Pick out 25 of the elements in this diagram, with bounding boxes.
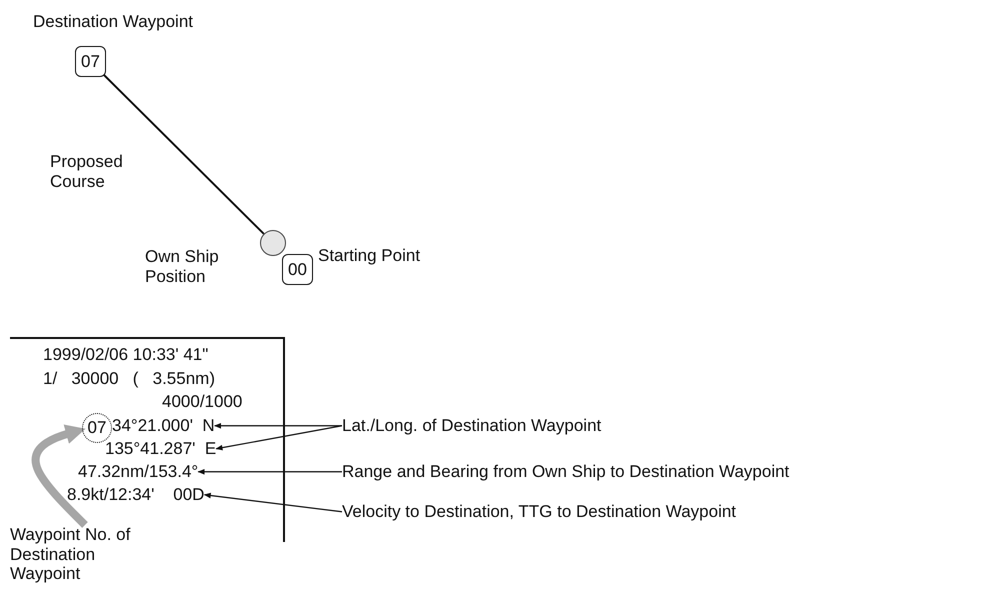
waypoint-number-marker: 07 — [82, 413, 112, 443]
leader-line — [214, 422, 342, 429]
leader-line — [204, 492, 342, 512]
display-panel — [10, 337, 285, 542]
callout-text: Lat./Long. of Destination Waypoint — [342, 416, 602, 436]
node-caption: Destination Waypoint — [33, 12, 194, 32]
readout-line: 8.9kt/12:34' 00D — [67, 485, 204, 505]
waypoint-marker: 07 — [75, 46, 106, 77]
own-ship-symbol — [260, 230, 286, 256]
waypoint-marker: 00 — [282, 254, 313, 285]
leader-line — [198, 468, 342, 475]
readout-line: 1/ 30000 ( 3.55nm) — [43, 369, 215, 389]
pointer-arrow — [32, 424, 88, 528]
node-caption: Starting Point — [318, 246, 422, 266]
readout-line: 4000/1000 — [162, 392, 242, 412]
callout-text: Velocity to Destination, TTG to Destination Waypoint — [342, 502, 736, 522]
readout-line: 47.32nm/153.4° — [78, 462, 198, 482]
node-caption: Own Ship Position — [145, 247, 220, 286]
callout-text: Waypoint No. of Destination Waypoint — [10, 525, 160, 584]
readout-line: 1999/02/06 10:33' 41" — [43, 345, 208, 365]
readout-line: 34°21.000' N — [112, 416, 215, 436]
course-line — [103, 74, 264, 235]
course-label: Proposed Course — [50, 152, 124, 192]
leader-line — [216, 425, 342, 450]
callout-text: Range and Bearing from Own Ship to Destination Waypoint — [342, 462, 790, 482]
